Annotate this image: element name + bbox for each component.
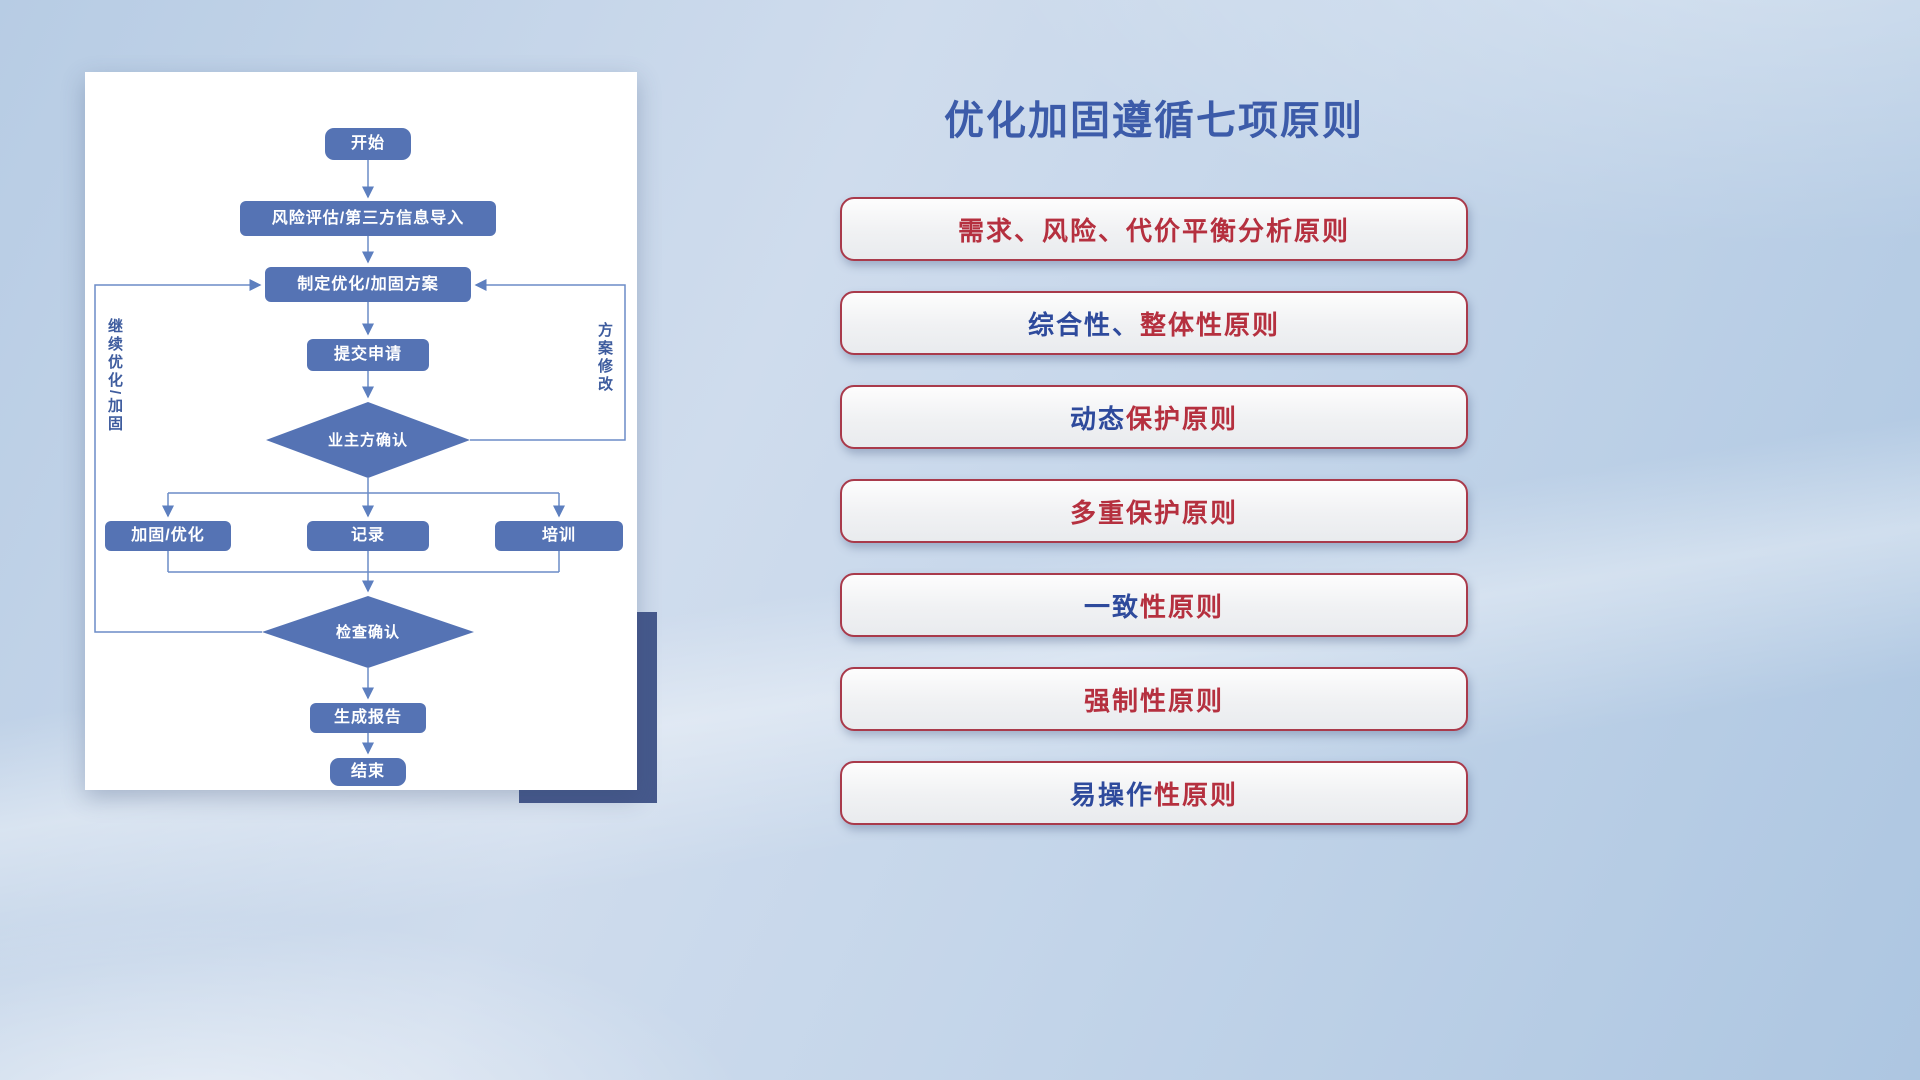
principle-text-segment: 性原则: [1140, 591, 1225, 622]
principle-text-segment: 动态: [1069, 403, 1126, 434]
flow-connectors: [94, 160, 626, 755]
principle-text-segment: 综合性、: [1027, 309, 1140, 340]
edge-label-plan-revision: 方案修改: [596, 322, 613, 394]
principle-pill: 动态保护原则: [840, 385, 1468, 449]
flow-node-report: 生成报告: [310, 703, 426, 733]
principle-pill: 易操作性原则: [840, 761, 1468, 825]
flowchart-card: 开始 风险评估/第三方信息导入 制定优化/加固方案 提交申请 业主方确认 加固/…: [85, 72, 637, 790]
flow-node-training: 培训: [495, 521, 623, 551]
principle-text-segment: 多重保护原则: [1069, 497, 1238, 528]
flow-node-start: 开始: [325, 128, 411, 160]
principle-text-segment: 保护原则: [1126, 403, 1239, 434]
page-title: 优化加固遵循七项原则: [944, 99, 1364, 143]
principle-pill: 强制性原则: [840, 667, 1468, 731]
principle-text-segment: 性原则: [1154, 779, 1239, 810]
principle-text-segment: 整体性原则: [1140, 309, 1281, 340]
principle-text-segment: 一致: [1083, 591, 1140, 622]
flow-node-reinforce: 加固/优化: [105, 521, 231, 551]
flow-node-record: 记录: [307, 521, 429, 551]
edge-label-continue-optimize: 继续优化/加固: [106, 318, 123, 434]
flow-node-make-plan: 制定优化/加固方案: [265, 267, 471, 302]
principle-text-segment: 易操作: [1069, 779, 1154, 810]
principle-text-segment: 强制性原则: [1083, 685, 1224, 716]
flow-node-submit: 提交申请: [307, 339, 429, 371]
flow-node-end: 结束: [330, 758, 406, 786]
principle-pill: 综合性、整体性原则: [840, 291, 1468, 355]
principle-pill: 需求、风险、代价平衡分析原则: [840, 197, 1468, 261]
principle-text-segment: 需求、风险、代价平衡分析原则: [957, 215, 1350, 246]
principles-list: 需求、风险、代价平衡分析原则综合性、整体性原则动态保护原则多重保护原则一致性原则…: [840, 197, 1468, 825]
principle-pill: 一致性原则: [840, 573, 1468, 637]
flow-node-risk-import: 风险评估/第三方信息导入: [240, 201, 496, 236]
principle-pill: 多重保护原则: [840, 479, 1468, 543]
